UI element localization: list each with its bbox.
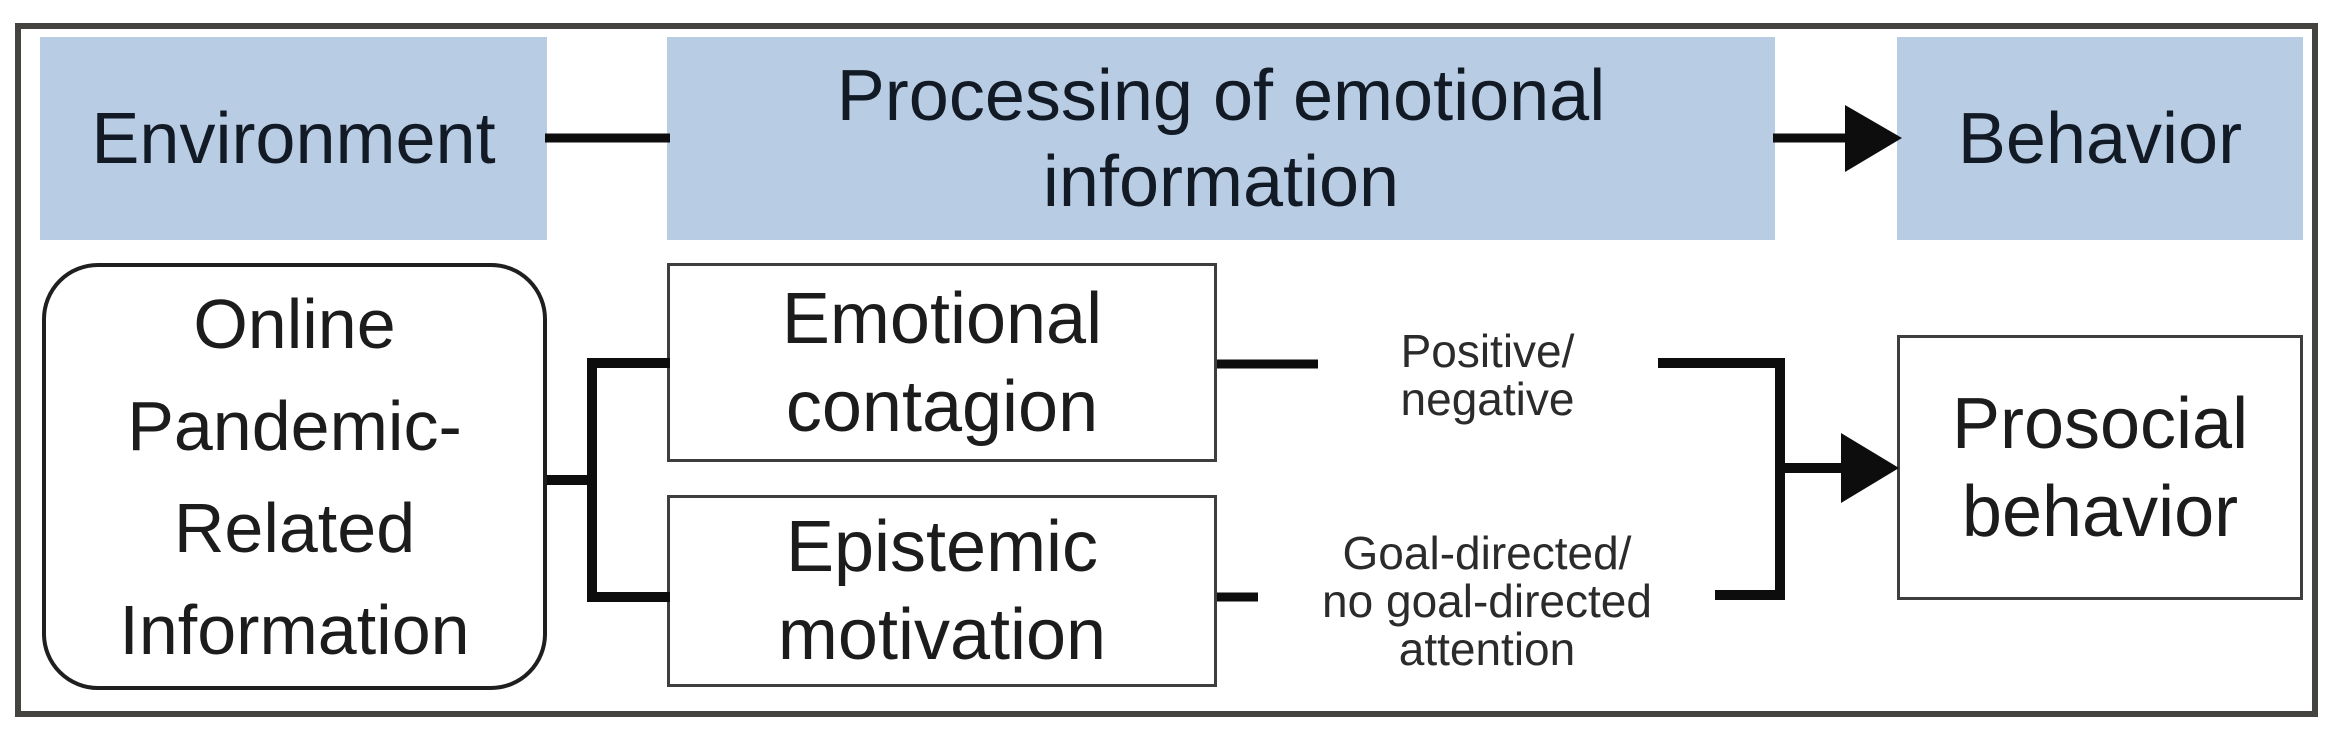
emotional-contagion-label: Emotional contagion — [781, 278, 1103, 447]
behavior-box: Behavior — [1897, 37, 2303, 240]
goal-directed-attention-label: Goal-directed/ no goal-directed attentio… — [1322, 526, 1652, 675]
prosocial-behavior-label: Prosocial behavior — [1951, 383, 2249, 552]
processing-label: Processing of emotional information — [836, 55, 1606, 222]
emotional-contagion-box: Emotional contagion — [667, 263, 1217, 462]
environment-label: Environment — [91, 98, 496, 179]
online-pandemic-information-label: Online Pandemic- Related Information — [119, 284, 470, 669]
prosocial-behavior-box: Prosocial behavior — [1897, 335, 2303, 600]
processing-box: Processing of emotional information — [667, 37, 1775, 240]
positive-negative-label: Positive/ negative — [1400, 324, 1575, 425]
behavior-label: Behavior — [1957, 98, 2243, 179]
diagram-frame — [15, 23, 2318, 717]
online-pandemic-information-box: Online Pandemic- Related Information — [42, 263, 547, 690]
epistemic-motivation-label: Epistemic motivation — [777, 507, 1107, 675]
environment-box: Environment — [40, 37, 547, 240]
epistemic-motivation-box: Epistemic motivation — [667, 495, 1217, 687]
